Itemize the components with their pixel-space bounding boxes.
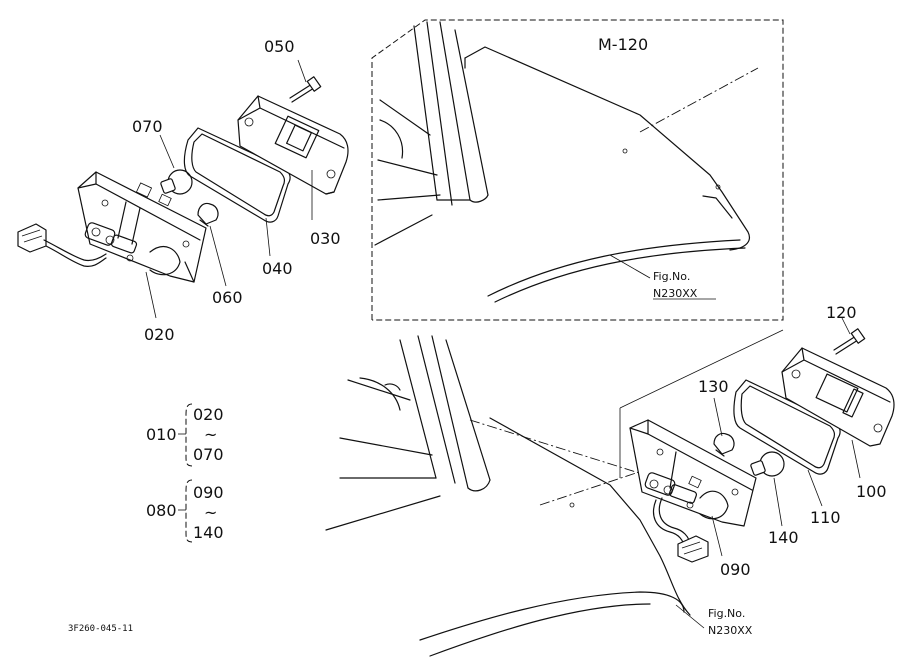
right-bulb-140: [750, 451, 785, 477]
group-080-label: 080: [146, 501, 177, 520]
callout-090: 090: [720, 560, 751, 579]
callout-140: 140: [768, 528, 799, 547]
right-screw-120: [833, 328, 866, 355]
callout-020: 020: [144, 325, 175, 344]
group-key-010: 010 020 ~ 070: [146, 403, 224, 467]
inset-roof: [464, 46, 759, 303]
group-080-from: 090: [193, 483, 224, 502]
callout-100: 100: [856, 482, 887, 501]
callout-130: 130: [698, 377, 729, 396]
group-key-080: 080 090 ~ 140: [146, 479, 224, 543]
left-lens-030: [237, 95, 349, 195]
left-bulb-070: [160, 169, 193, 195]
callout-050: 050: [264, 37, 295, 56]
right-lamp-body-090: [629, 419, 757, 527]
group-010-to: 070: [193, 445, 224, 464]
main-cab-view: [325, 329, 784, 657]
group-010-tilde: ~: [204, 425, 217, 444]
group-080-tilde: ~: [204, 503, 217, 522]
callout-030: 030: [310, 229, 341, 248]
right-lens-100: [781, 347, 895, 447]
main-fig-label: Fig.No.: [708, 607, 745, 620]
right-connector: [652, 497, 709, 563]
inset-fig-label: Fig.No.: [653, 270, 690, 283]
inset-view: M-120 Fig.No. N230XX: [371, 19, 784, 321]
inset-title: M-120: [598, 35, 648, 54]
group-080-to: 140: [193, 523, 224, 542]
callout-060: 060: [212, 288, 243, 307]
inset-cab-pillars: [374, 21, 489, 246]
left-screw-050: [289, 76, 322, 103]
group-010-from: 020: [193, 405, 224, 424]
callout-070: 070: [132, 117, 163, 136]
drawing-code: 3F260-045-11: [68, 624, 133, 634]
left-lamp-body-020: [77, 171, 207, 283]
inset-border: [371, 19, 784, 321]
left-leaders: [145, 59, 313, 319]
callout-110: 110: [810, 508, 841, 527]
left-bulb-060: [197, 202, 219, 227]
callout-040: 040: [262, 259, 293, 278]
right-bulb-130: [713, 432, 735, 457]
left-connector: [17, 223, 107, 267]
main-fig-number: N230XX: [708, 624, 753, 637]
callout-120: 120: [826, 303, 857, 322]
group-010-label: 010: [146, 425, 177, 444]
inset-fig-number: N230XX: [653, 287, 698, 300]
right-leaders: [711, 317, 861, 557]
